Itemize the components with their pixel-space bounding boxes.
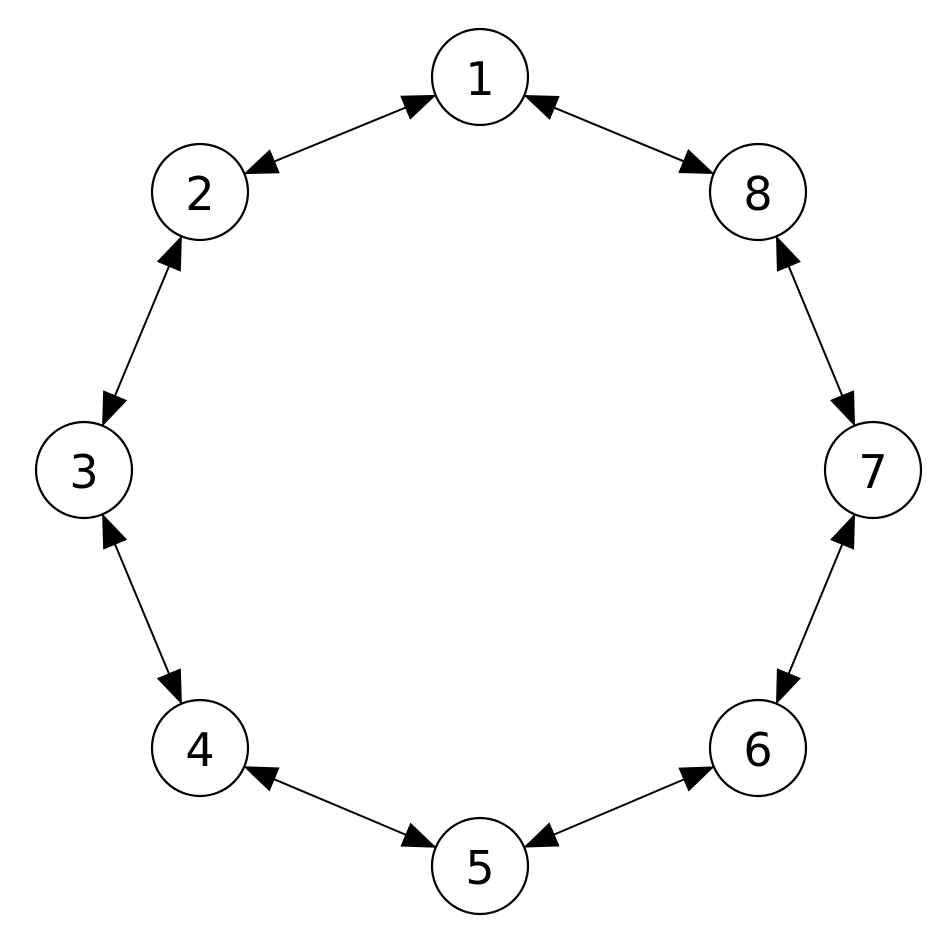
- edge-6-7: [775, 513, 856, 705]
- node-circle-5: [430, 816, 530, 916]
- edge-8-1: [523, 94, 715, 175]
- edges-layer: [101, 94, 856, 849]
- node-4: 4: [150, 698, 250, 798]
- node-2: 2: [150, 142, 250, 242]
- node-7: 7: [823, 420, 923, 520]
- node-1: 1: [430, 27, 530, 127]
- node-label-1: 1: [465, 52, 494, 106]
- node-circle-6: [708, 698, 808, 798]
- node-label-7: 7: [858, 445, 887, 499]
- edge-5-6: [523, 765, 715, 849]
- node-circle-1: [430, 27, 530, 127]
- node-label-6: 6: [743, 723, 772, 777]
- edge-2-3: [101, 235, 183, 427]
- node-label-4: 4: [185, 723, 214, 777]
- node-circle-7: [823, 420, 923, 520]
- node-circle-4: [150, 698, 250, 798]
- edge-1-2: [243, 94, 437, 175]
- node-3: 3: [34, 420, 134, 520]
- edge-3-4: [101, 513, 183, 705]
- edge-7-8: [775, 235, 856, 427]
- nodes-layer: 1 2 3 4 5 6 7 8: [34, 27, 923, 916]
- node-circle-2: [150, 142, 250, 242]
- node-label-2: 2: [185, 167, 214, 221]
- node-circle-3: [34, 420, 134, 520]
- node-8: 8: [708, 142, 808, 242]
- node-5: 5: [430, 816, 530, 916]
- edge-4-5: [243, 765, 437, 849]
- node-6: 6: [708, 698, 808, 798]
- node-label-8: 8: [743, 167, 772, 221]
- node-label-3: 3: [69, 445, 98, 499]
- node-label-5: 5: [465, 841, 494, 895]
- node-circle-8: [708, 142, 808, 242]
